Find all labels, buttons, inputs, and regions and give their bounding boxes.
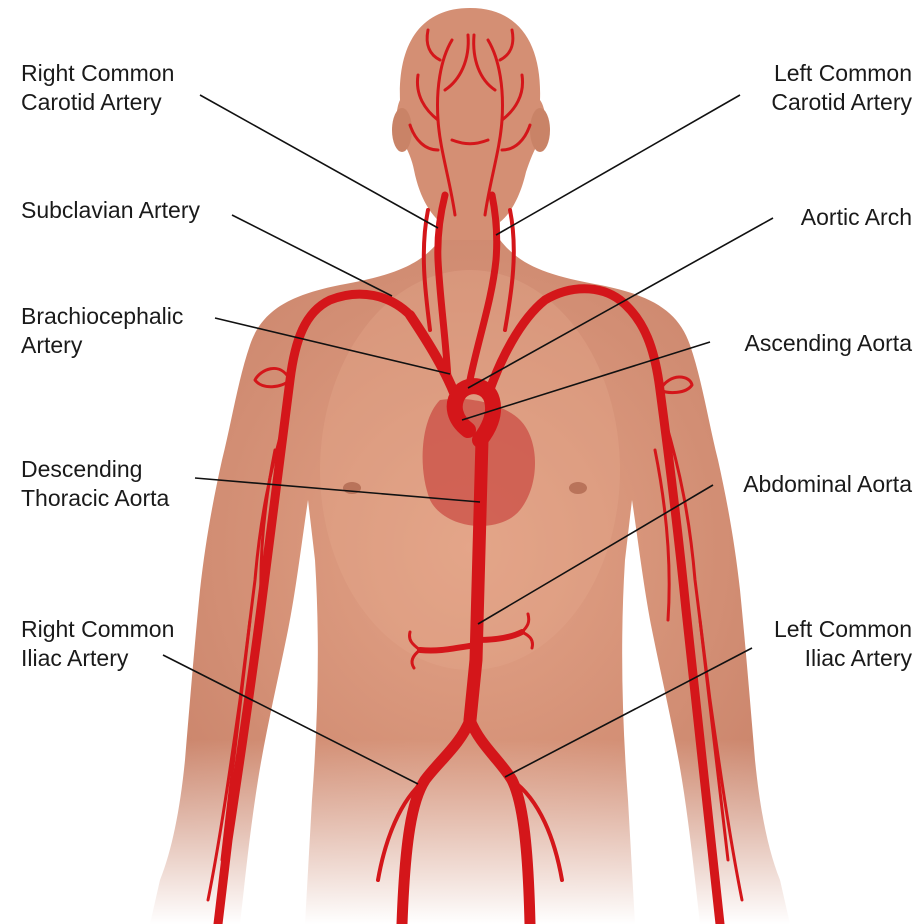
label-subclavian-artery: Subclavian Artery bbox=[21, 196, 200, 225]
label-aortic-arch: Aortic Arch bbox=[801, 203, 912, 232]
label-text: Iliac Artery bbox=[21, 644, 174, 673]
label-text: Right Common bbox=[21, 615, 174, 644]
label-right-common-carotid-artery: Right Common Carotid Artery bbox=[21, 59, 174, 117]
label-ascending-aorta: Ascending Aorta bbox=[744, 329, 912, 358]
label-descending-thoracic-aorta: Descending Thoracic Aorta bbox=[21, 455, 169, 513]
label-text: Left Common bbox=[771, 59, 912, 88]
label-text: Ascending Aorta bbox=[744, 329, 912, 358]
label-text: Iliac Artery bbox=[774, 644, 912, 673]
label-text: Carotid Artery bbox=[21, 88, 174, 117]
label-left-common-iliac-artery: Left Common Iliac Artery bbox=[774, 615, 912, 673]
label-text: Aortic Arch bbox=[801, 203, 912, 232]
label-text: Left Common bbox=[774, 615, 912, 644]
label-text: Subclavian Artery bbox=[21, 196, 200, 225]
label-text: Thoracic Aorta bbox=[21, 484, 169, 513]
label-left-common-carotid-artery: Left Common Carotid Artery bbox=[771, 59, 912, 117]
label-text: Descending bbox=[21, 455, 169, 484]
label-text: Brachiocephalic bbox=[21, 302, 183, 331]
label-text: Right Common bbox=[21, 59, 174, 88]
label-text: Abdominal Aorta bbox=[743, 470, 912, 499]
label-brachiocephalic-artery: Brachiocephalic Artery bbox=[21, 302, 183, 360]
label-right-common-iliac-artery: Right Common Iliac Artery bbox=[21, 615, 174, 673]
label-text: Carotid Artery bbox=[771, 88, 912, 117]
label-abdominal-aorta: Abdominal Aorta bbox=[743, 470, 912, 499]
label-text: Artery bbox=[21, 331, 183, 360]
